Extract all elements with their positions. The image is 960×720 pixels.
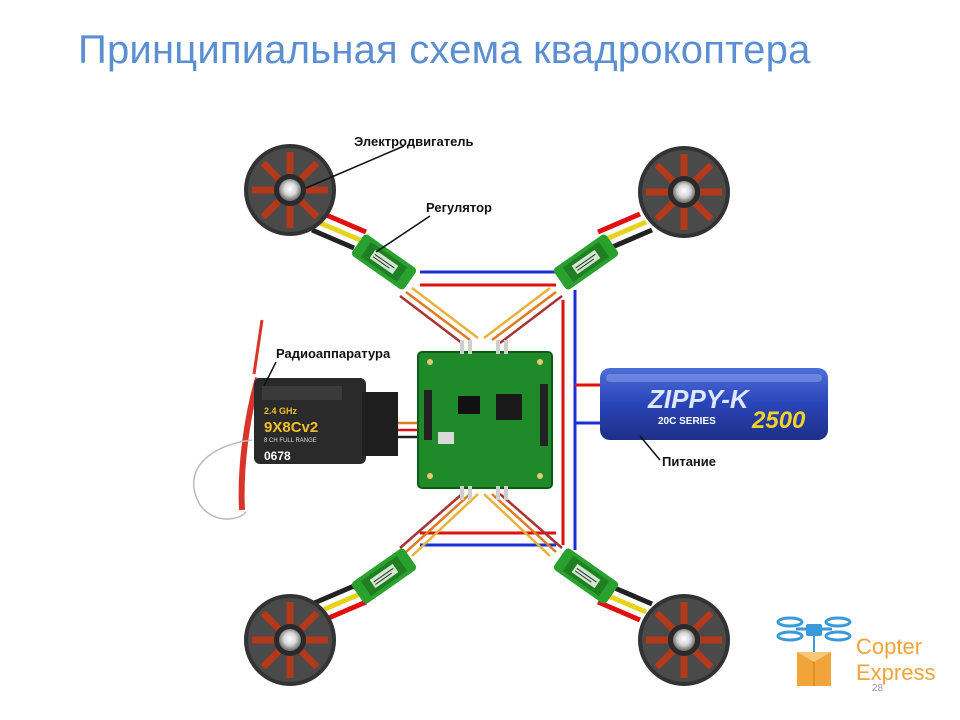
battery: ZIPPY-K 20C SERIES 2500 — [600, 368, 828, 440]
esc-rear-right — [551, 546, 621, 606]
motor-rear-right — [638, 594, 730, 686]
receiver-code: 0678 — [264, 449, 291, 463]
battery-series: 20C SERIES — [658, 416, 716, 427]
esc-front-right — [551, 232, 621, 292]
esc-rear-left — [349, 546, 419, 606]
callout-line-power — [639, 435, 661, 461]
callout-line-esc — [375, 215, 431, 253]
motor-front-right — [638, 146, 730, 238]
battery-capacity: 2500 — [751, 407, 806, 434]
motor-wires — [311, 211, 653, 623]
label-motor: Электродвигатель — [354, 134, 474, 149]
motor-front-left — [244, 144, 336, 236]
callout-line-radio — [263, 361, 277, 387]
battery-brand: ZIPPY-K — [647, 384, 751, 414]
radio-receiver: 2.4 GHz 9X8Cv2 8 CH FULL RANGE 0678 — [193, 319, 398, 520]
logo-copter-text: Copter — [856, 634, 923, 659]
label-power: Питание — [662, 454, 716, 469]
callout-line-motor — [305, 145, 405, 189]
flight-controller — [417, 340, 553, 500]
logo-express-text: Express — [856, 660, 936, 685]
receiver-model: 9X8Cv2 — [264, 419, 318, 436]
signal-wires — [398, 287, 563, 557]
label-esc: Регулятор — [426, 200, 492, 215]
receiver-subtitle: 8 CH FULL RANGE — [264, 438, 317, 444]
receiver-freq: 2.4 GHz — [264, 406, 298, 416]
label-radio: Радиоаппаратура — [276, 346, 391, 361]
esc-front-left — [349, 232, 419, 292]
page-number: 28 — [872, 683, 884, 694]
motor-rear-left — [244, 594, 336, 686]
power-wires — [420, 270, 606, 550]
copter-express-logo-icon — [776, 616, 852, 686]
slide-title: Принципиальная схема квадрокоптера — [78, 28, 811, 72]
